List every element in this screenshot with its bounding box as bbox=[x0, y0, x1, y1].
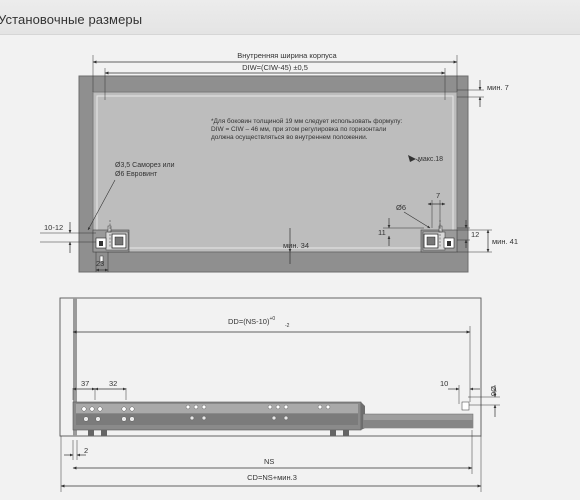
screw-line-1: Ø3,5 Саморез или bbox=[115, 162, 175, 169]
side-runner bbox=[72, 401, 474, 436]
right-runner-detail bbox=[420, 220, 458, 253]
cabinet-inner-panel bbox=[92, 91, 458, 253]
ns-label: NS bbox=[264, 457, 274, 466]
dim-2: 2 bbox=[84, 446, 88, 455]
diw-formula: DIW=(CIW-45) ±0,5 bbox=[242, 63, 308, 72]
dd-formula: DD=(NS-10)+0 bbox=[228, 316, 275, 326]
dim-7: 7 bbox=[436, 191, 440, 200]
dd-superscript: +0 bbox=[269, 316, 275, 322]
phi6-label: Ø6 bbox=[396, 203, 406, 212]
dim-10: 10 bbox=[440, 379, 448, 388]
side-frame-outline bbox=[59, 297, 482, 437]
max18-label: макс.18 bbox=[418, 156, 443, 163]
side-view: DD=(NS-10)+0 -2 37 32 10 Ø6 bbox=[59, 297, 500, 492]
front-view: Внутренняя ширина корпуса DIW=(CIW-45) ±… bbox=[40, 51, 518, 273]
page-title: Установочные размеры bbox=[0, 12, 143, 27]
dim-37: 37 bbox=[81, 379, 89, 388]
dim-23: 23 bbox=[96, 259, 104, 268]
dim-12: 12 bbox=[471, 230, 479, 239]
note-line-1: *Для боковин толщиной 19 мм следует испо… bbox=[211, 117, 402, 125]
min34-label: мин. 34 bbox=[283, 241, 309, 250]
note-line-3: должна осуществляться во внутреннем поло… bbox=[211, 134, 368, 141]
min7-label: мин. 7 bbox=[487, 83, 509, 92]
dim-11: 11 bbox=[378, 228, 386, 237]
min41-label: мин. 41 bbox=[492, 237, 518, 246]
dim-32: 32 bbox=[109, 379, 117, 388]
inner-width-label: Внутренняя ширина корпуса bbox=[237, 51, 337, 60]
note-line-2: DIW = CIW – 46 мм, при этом регулировка … bbox=[211, 126, 387, 133]
screw-line-2: Ø6 Евровинт bbox=[115, 171, 158, 178]
cd-formula: CD=NS+мин.3 bbox=[247, 473, 297, 482]
phi6-vertical-label: Ø6 bbox=[489, 386, 498, 396]
dd-subscript: -2 bbox=[285, 323, 290, 329]
dim-10-12: 10-12 bbox=[44, 223, 63, 232]
title-bar: Установочные размеры bbox=[0, 0, 580, 35]
left-runner-detail bbox=[92, 220, 130, 253]
